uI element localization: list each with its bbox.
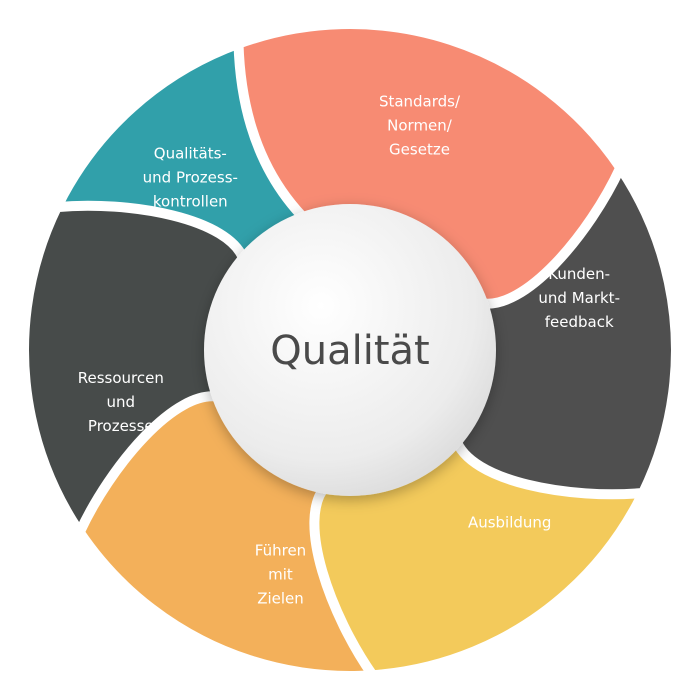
segment-label-kunden: Kunden-und Markt-feedback [538, 265, 620, 331]
segment-label-line: Führen [255, 542, 306, 560]
segment-label-line: Kunden- [548, 265, 610, 283]
segment-label-line: Qualitäts- [154, 145, 227, 163]
segment-label-line: Prozesse [88, 417, 154, 435]
segment-label-line: und Prozess- [143, 169, 238, 187]
segment-label-line: und Markt- [538, 289, 620, 307]
center-circle [204, 204, 496, 496]
segment-label-line: Normen/ [387, 117, 453, 135]
center-label: Qualität [270, 328, 429, 374]
segment-label-line: Zielen [257, 590, 304, 608]
segment-label-line: feedback [545, 313, 614, 331]
segment-label-qualitaet: Qualitäts-und Prozess-kontrollen [143, 145, 238, 211]
segment-label-standards: Standards/Normen/Gesetze [379, 93, 461, 159]
segment-label-line: und [107, 393, 136, 411]
segment-label-line: Ressourcen [78, 369, 164, 387]
segment-label-line: kontrollen [153, 193, 228, 211]
segment-label-line: Gesetze [389, 141, 450, 159]
segment-label-ausbildung: Ausbildung [468, 513, 552, 531]
center-layer: Qualität [204, 204, 496, 496]
segment-label-line: Ausbildung [468, 513, 552, 531]
segment-label-line: mit [268, 566, 293, 584]
segment-label-line: Standards/ [379, 93, 461, 111]
